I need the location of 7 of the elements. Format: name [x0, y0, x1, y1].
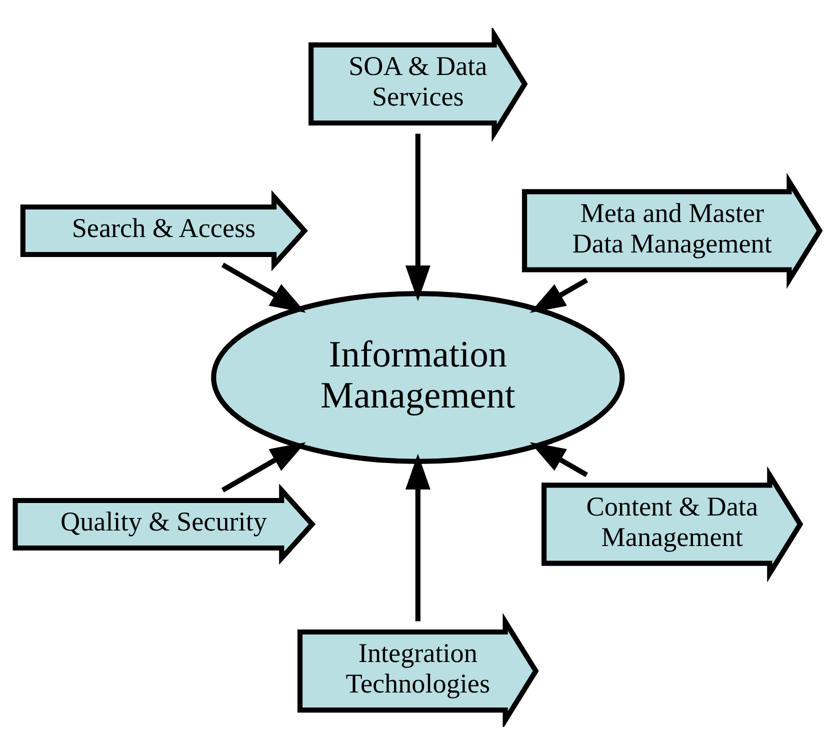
arrow — [530, 442, 588, 477]
arrow — [221, 442, 306, 492]
arrow — [221, 262, 306, 312]
arrow — [405, 133, 430, 301]
arrow — [405, 453, 430, 621]
node-ellipse: Information Management — [211, 290, 625, 464]
arrow — [530, 277, 588, 312]
